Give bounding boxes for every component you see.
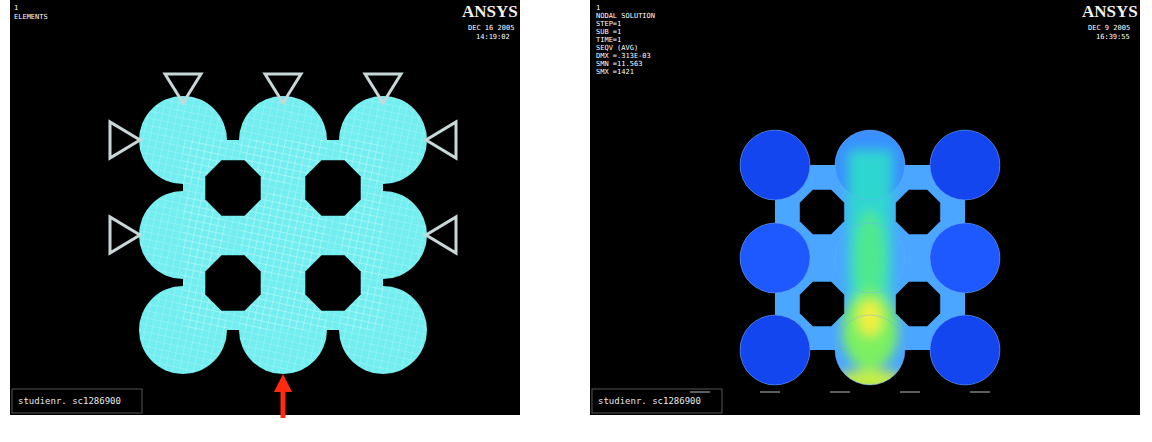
frame (592, 389, 722, 413)
logo: ANSYS (1082, 3, 1138, 21)
mesh-lines (139, 96, 427, 374)
octagon-hole (800, 190, 844, 234)
step: STEP=1 (596, 20, 621, 28)
octagon-holes (800, 190, 940, 326)
student-id: studienr. sc1286900 (598, 396, 701, 406)
octagon-hole (205, 255, 260, 310)
max-stress: SMX =1421 (596, 68, 634, 76)
plot-type: ELEMENTS (14, 13, 48, 21)
student-id: studienr. sc1286900 (18, 396, 121, 406)
color-bar (690, 392, 990, 393)
time-value: TIME=1 (596, 36, 621, 44)
plot-type: NODAL SOLUTION (596, 12, 655, 20)
mesh-plate (139, 96, 427, 374)
time: 14:19:02 (476, 33, 510, 41)
frame (12, 389, 142, 413)
window-number: 1 (14, 4, 18, 12)
viewport (10, 0, 520, 415)
support-symbols (110, 74, 456, 253)
load-arrow (274, 374, 292, 418)
octagon-hole (305, 255, 360, 310)
viewport (590, 0, 1140, 415)
octagon-hole (896, 190, 940, 234)
octagon-holes (205, 160, 360, 310)
date: DEC 16 2005 (468, 24, 514, 32)
element-edges (740, 130, 1000, 385)
octagon-hole (896, 282, 940, 326)
time: 16:39:55 (1096, 33, 1130, 41)
octagon-hole (305, 160, 360, 215)
result-type: SEQV (AVG) (596, 44, 638, 52)
logo: ANSYS (462, 3, 518, 21)
date: DEC 9 2005 (1088, 24, 1130, 32)
stress-plot (730, 120, 1010, 390)
substep: SUB =1 (596, 28, 621, 36)
octagon-hole (800, 282, 844, 326)
octagon-hole (205, 160, 260, 215)
max-displacement: DMX =.313E-03 (596, 52, 651, 60)
window-number: 1 (596, 4, 600, 12)
min-stress: SMN =11.563 (596, 60, 642, 68)
